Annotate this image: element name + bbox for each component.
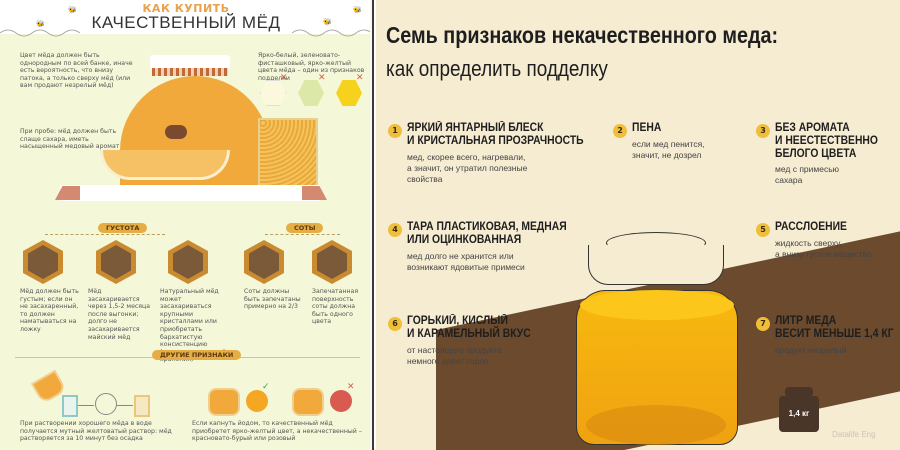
divider-line (45, 234, 165, 235)
bee-icon: 🐝 (353, 6, 362, 14)
quality-honey-infographic: КАК КУПИТЬ КАЧЕСТВЕННЫЙ МЁД 🐝 🐝 🐝 🐝 Цвет… (0, 0, 372, 450)
sign-number-badge: 6 (388, 317, 402, 331)
fake-color-swatch-yellow (336, 80, 362, 106)
note-color: Цвет мёда должен быть однородным по всей… (20, 52, 133, 90)
weight-label: 1,4 кг (788, 409, 810, 418)
sign-number-badge: 3 (756, 124, 770, 138)
cross-icon: ✕ (318, 73, 326, 83)
density-text-2: Мёд засахаривается через 1,5-2 месяца по… (88, 288, 151, 341)
honey-dipper-icon (23, 240, 63, 284)
combs-text-1: Соты должны быть запечатаны примерно на … (244, 288, 301, 311)
sign-number-badge: 1 (388, 124, 402, 138)
bee-icon: 🐝 (68, 6, 77, 14)
honey-jar-icon (96, 240, 136, 284)
sign-description: мед долго не хранится или возникают ядов… (407, 251, 525, 272)
crystallized-honey-icon (168, 240, 208, 284)
check-icon: ✓ (262, 382, 270, 392)
note-taste: При пробе: мёд должен быть слаще сахара,… (20, 128, 120, 151)
sign-title: БЕЗ АРОМАТА И НЕЕСТЕСТВЕННО БЕЛОГО ЦВЕТА (775, 122, 878, 160)
page-title: КАЧЕСТВЕННЫЙ МЁД (91, 13, 281, 32)
sign-title: ЯРКИЙ ЯНТАРНЫЙ БЛЕСК И КРИСТАЛЬНАЯ ПРОЗР… (407, 122, 584, 147)
sign-description: от настоящего продукта немного дерет гор… (407, 345, 502, 366)
sign-description: если мед пенится, значит, не дозрел (632, 139, 705, 160)
fake-color-swatch-green (298, 80, 324, 106)
iodine-test-text: Если капнуть йодом, то качественный мёд … (192, 420, 362, 443)
wave-divider (0, 29, 370, 37)
sign-number-badge: 7 (756, 317, 770, 331)
density-text-1: Мёд должен быть густым; если он не засах… (20, 288, 79, 333)
sign-description: продукт незрелый (775, 345, 847, 355)
combs-text-2: Запечатанная поверхность соты должна быт… (312, 288, 359, 326)
bee-icon: 🐝 (323, 18, 332, 26)
section-other-label: ДРУГИЕ ПРИЗНАКИ (152, 350, 242, 360)
page-subtitle: как определить подделку (386, 56, 608, 81)
sign-description: мед с примесью сахара (775, 164, 840, 185)
kicker: КАК КУПИТЬ (142, 2, 230, 15)
sign-description: жидкость сверху, а внизу густое вещество (775, 238, 872, 259)
cross-icon: ✕ (347, 382, 355, 392)
page-title: Семь признаков некачественного меда: (386, 22, 779, 48)
watermark: Datalife Eng (832, 430, 876, 439)
fake-color-swatch-white (260, 80, 286, 106)
water-test-text: При растворении хорошего мёда в воде пол… (20, 420, 172, 443)
cross-icon: ✕ (356, 73, 364, 83)
fake-honey-infographic: Семь признаков некачественного меда: как… (374, 0, 900, 450)
sign-number-badge: 2 (613, 124, 627, 138)
section-density-label: ГУСТОТА (98, 223, 148, 233)
sign-title: ПЕНА (632, 122, 662, 134)
sealed-comb-icon (312, 240, 352, 284)
sign-title: ТАРА ПЛАСТИКОВАЯ, МЕДНАЯ ИЛИ ОЦИНКОВАННА… (407, 221, 567, 246)
sign-title: ЛИТР МЕДА ВЕСИТ МЕНЬШЕ 1,4 КГ (775, 315, 894, 340)
section-combs-label: СОТЫ (286, 223, 324, 233)
divider-line (265, 234, 340, 235)
note-fake-colors: Ярко-белый, зеленовато-фисташковый, ярко… (258, 52, 365, 82)
sign-title: ГОРЬКИЙ, КИСЛЫЙ И КАРАМЕЛЬНЫЙ ВКУС (407, 315, 531, 340)
cross-icon: ✕ (280, 73, 288, 83)
sign-number-badge: 5 (756, 223, 770, 237)
header-band (0, 0, 370, 34)
sign-number-badge: 4 (388, 223, 402, 237)
bee-icon: 🐝 (36, 20, 45, 28)
clock-icon (95, 393, 117, 415)
honeycomb-icon (244, 240, 284, 284)
sign-title: РАССЛОЕНИЕ (775, 221, 847, 233)
sign-description: мед, скорее всего, нагревали, а значит, … (407, 152, 528, 184)
